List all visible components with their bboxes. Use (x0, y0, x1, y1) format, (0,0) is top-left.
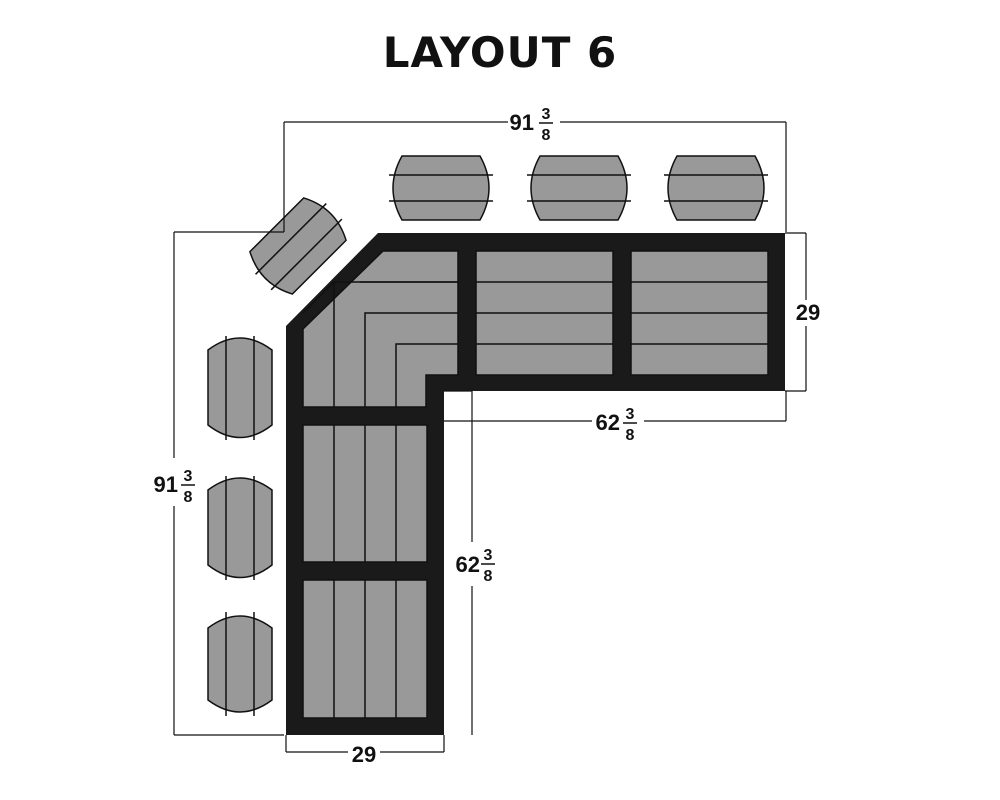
top-pillows (389, 155, 768, 221)
dim-left-whole: 91 (154, 472, 178, 497)
dim-horizontal-num: 3 (626, 406, 635, 423)
dim-vertical-whole: 62 (456, 552, 480, 577)
pillow-left-1 (207, 336, 273, 440)
vertical-cushion-2 (302, 579, 428, 719)
pillow-top-3 (664, 155, 768, 221)
dim-right-value: 29 (796, 300, 820, 325)
dim-left-overall: 91 3 8 (148, 458, 200, 506)
dim-top-den: 8 (542, 127, 551, 144)
dim-horizontal-whole: 62 (596, 410, 620, 435)
dim-vertical-seat: 62 3 8 (452, 542, 498, 586)
dim-vertical-num: 3 (484, 547, 493, 564)
vertical-cushions (302, 424, 428, 719)
vertical-cushion-1 (302, 424, 428, 563)
pillow-left-3 (207, 612, 273, 716)
dim-top-num: 3 (542, 106, 551, 123)
dim-bottom-value: 29 (352, 742, 376, 767)
dim-top-whole: 91 (510, 110, 534, 135)
horizontal-cushions (475, 250, 769, 376)
layout-title: LAYOUT 6 (382, 28, 618, 77)
corner-cushion (302, 250, 459, 408)
pillow-top-1 (389, 155, 493, 221)
dim-right-depth: 29 (793, 300, 825, 326)
dim-top-overall: 91 3 8 (508, 102, 560, 144)
dim-bottom-depth: 29 (348, 742, 380, 767)
dim-horizontal-den: 8 (626, 427, 635, 444)
pillow-left-2 (207, 476, 273, 580)
pillow-top-2 (527, 155, 631, 221)
pillow-corner (249, 197, 347, 295)
horizontal-cushion-2 (630, 250, 769, 376)
horizontal-cushion-1 (475, 250, 614, 376)
dim-left-den: 8 (184, 489, 193, 506)
dim-vertical-den: 8 (484, 568, 493, 585)
left-pillows (207, 336, 273, 716)
dim-left-num: 3 (184, 468, 193, 485)
dim-horizontal-seat: 62 3 8 (592, 403, 644, 445)
